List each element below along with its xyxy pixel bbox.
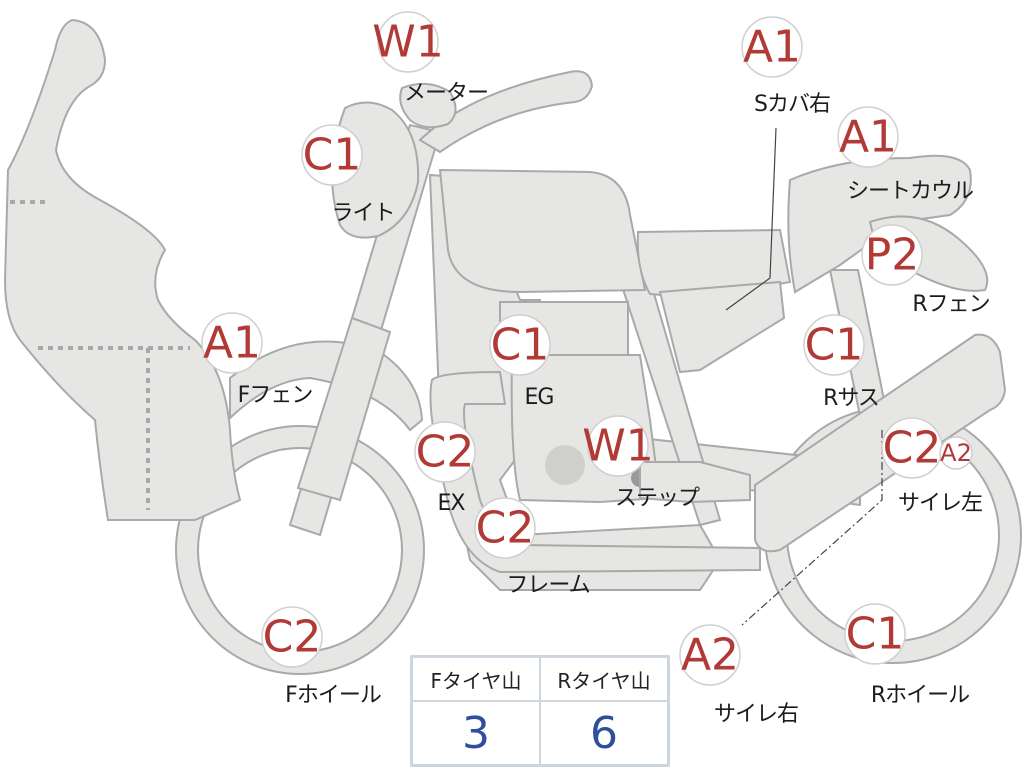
- grade-circle-side-cover-right: A1: [741, 16, 803, 78]
- silencer-part: [754, 333, 1007, 553]
- label-front-wheel: Fホイール: [285, 683, 382, 708]
- tire-table-value-rear: 6: [539, 700, 670, 767]
- grade-circle-seat-cowl: A1: [837, 106, 899, 168]
- svg-text:C1: C1: [846, 609, 905, 660]
- svg-text:C1: C1: [805, 320, 864, 371]
- meter-part: [399, 82, 457, 129]
- grade-circle-front-wheel: C2: [261, 606, 323, 668]
- label-rear-wheel: Rホイール: [870, 683, 970, 708]
- svg-text:C2: C2: [883, 423, 942, 474]
- svg-text:A1: A1: [203, 318, 261, 369]
- tire-table-value-row: 3 6: [410, 700, 670, 767]
- grade-circle-rear-fender: P2: [861, 224, 923, 286]
- side-cover: [658, 280, 786, 374]
- fuel-tank: [438, 168, 647, 294]
- svg-text:W1: W1: [372, 17, 444, 68]
- svg-text:C1: C1: [303, 130, 362, 181]
- label-step: ステップ: [614, 486, 700, 511]
- grade-circle-front-fender: A1: [201, 312, 263, 374]
- label-frame: フレーム: [506, 573, 590, 598]
- grade-circle-rear-wheel: C1: [844, 603, 906, 665]
- tire-table-header-front: Fタイヤ山: [410, 655, 541, 702]
- label-meter: メーター: [403, 81, 489, 106]
- svg-text:A2: A2: [681, 630, 739, 681]
- grade-circle-silencer-left: C2: [881, 417, 943, 479]
- svg-text:A1: A1: [743, 22, 801, 73]
- label-seat-cowl: シートカウル: [846, 179, 974, 204]
- svg-text:C1: C1: [491, 320, 550, 371]
- tire-table-value-front: 3: [410, 700, 541, 767]
- svg-text:C2: C2: [416, 427, 475, 478]
- label-exhaust: EX: [437, 491, 466, 516]
- grade-circle-rear-suspension: C1: [803, 314, 865, 376]
- grade-circle-light: C1: [301, 124, 363, 186]
- grade-circle-silencer-left-sub: A2: [939, 436, 973, 470]
- label-side-cover-right: Sカバ右: [754, 92, 831, 117]
- label-silencer-right: サイレ右: [713, 702, 799, 727]
- step-part: [639, 461, 751, 504]
- label-engine: EG: [524, 385, 555, 410]
- front-fairing: [3, 18, 242, 521]
- label-rear-fender: Rフェン: [912, 292, 990, 317]
- tire-table-header-rear: Rタイヤ山: [539, 655, 670, 702]
- tire-table-header-row: Fタイヤ山 Rタイヤ山: [410, 655, 670, 702]
- label-light: ライト: [331, 201, 395, 226]
- grade-circle-meter: W1: [372, 11, 444, 73]
- tire-tread-table: Fタイヤ山 Rタイヤ山 3 6: [410, 655, 670, 767]
- grade-circle-frame: C2: [474, 497, 536, 559]
- grade-circle-step: W1: [582, 415, 654, 477]
- grade-circle-exhaust: C2: [414, 421, 476, 483]
- grade-circle-engine: C1: [489, 314, 551, 376]
- label-rear-suspension: Rサス: [823, 386, 880, 411]
- svg-text:P2: P2: [865, 230, 920, 281]
- fork-cover: [296, 316, 392, 502]
- leader-side-cover: [725, 127, 777, 311]
- label-silencer-left: サイレ左: [897, 491, 983, 516]
- svg-text:W1: W1: [582, 421, 654, 472]
- grade-circle-silencer-right: A2: [679, 624, 741, 686]
- svg-text:A1: A1: [839, 112, 897, 163]
- svg-text:A2: A2: [940, 439, 972, 467]
- svg-text:C2: C2: [476, 503, 535, 554]
- svg-text:C2: C2: [263, 612, 322, 663]
- label-front-fender: Fフェン: [237, 383, 314, 408]
- handlebar: [418, 70, 594, 154]
